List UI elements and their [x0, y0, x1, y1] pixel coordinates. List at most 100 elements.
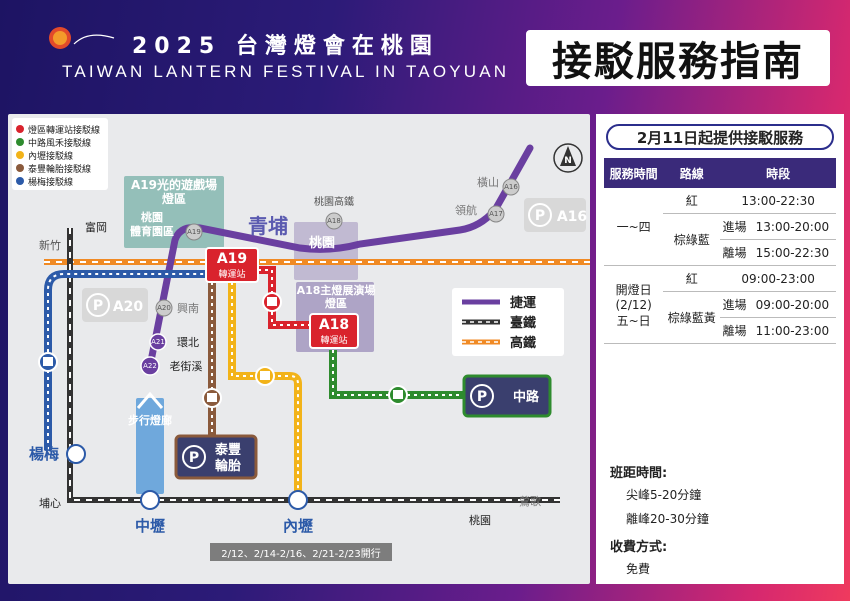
service-heading: 2月11日起提供接駁服務 — [606, 124, 834, 150]
interval-peak: 尖峰5-20分鐘 — [626, 488, 702, 502]
parking-icon: P — [182, 445, 206, 469]
puxin-label: 埔心 — [39, 497, 61, 510]
a20-parking-box — [82, 288, 148, 322]
walk-arrow-icon — [136, 391, 164, 409]
zhonglu-label: 中路 — [513, 389, 540, 405]
legend-swatch-yellow — [16, 151, 24, 159]
table-row: 紅 — [663, 265, 721, 292]
parking-icon: P — [528, 203, 552, 227]
table-row: 15:00-22:30 — [748, 239, 836, 266]
north-compass-icon — [553, 143, 583, 173]
rail-station-icon — [288, 490, 308, 510]
fee-title: 收費方式: — [610, 540, 668, 555]
mrt-station-a17 — [487, 205, 505, 223]
a19-hub-box — [205, 247, 259, 283]
a18-zone-label2: 燈區 — [325, 296, 347, 310]
rail-station-icon — [140, 490, 160, 510]
taoyuan-hsr-label: 桃園高鐵 — [314, 195, 354, 208]
a16-parking-label: A16 — [557, 209, 587, 225]
hengshan-label: 橫山 — [477, 175, 499, 189]
guide-box: 接駁服務指南 — [526, 30, 830, 86]
table-row: 紅 — [663, 188, 721, 214]
legend-label-2: 內壢接駁線 — [28, 150, 73, 162]
interval-offpeak: 離峰20-30分鐘 — [626, 512, 709, 526]
mrt-station-a21 — [149, 333, 167, 351]
mrt-station-a19 — [185, 223, 203, 241]
a19-gym-label2: 體育園區 — [130, 224, 174, 238]
parking-icon: P — [470, 384, 494, 408]
bus-icon — [38, 352, 58, 372]
legend-hsr-label: 高鐵 — [510, 335, 536, 351]
a19-zone-label: A19光的遊戲場 — [131, 177, 217, 192]
huanbei-label: 環北 — [177, 336, 199, 349]
mrt-station-a22 — [140, 356, 160, 376]
neili-route — [228, 282, 302, 496]
laojiexi-label: 老街溪 — [170, 359, 203, 373]
legend-rail-label: 臺鐵 — [510, 315, 536, 331]
legend-swatch-green — [16, 138, 24, 146]
a21-code: A21 — [151, 338, 165, 346]
zhongli-label: 中壢 — [135, 517, 165, 535]
table-row: 09:00-23:00 — [720, 265, 836, 292]
table-row: 離場 — [720, 317, 749, 344]
yangmei-route — [44, 270, 232, 450]
service-panel: 2月11日起提供接駁服務 服務時間 路線 時段 一~四 紅 13:00-22:3… — [596, 114, 844, 584]
col-time: 服務時間 — [604, 158, 664, 188]
svg-text:P: P — [93, 298, 103, 314]
walk-label: 步行燈廊 — [128, 413, 172, 427]
legend-label-3: 泰豐輪胎接駁線 — [28, 163, 91, 175]
mrt-station-a16 — [502, 178, 520, 196]
a17-code: A17 — [489, 210, 503, 218]
table-row: 13:00-20:00 — [748, 213, 836, 240]
guide-title: 接駁服務指南 — [552, 39, 804, 85]
opening-label: 開燈日 — [615, 282, 652, 297]
legend-swatch-red — [16, 125, 24, 133]
opening-days: 五~日 — [616, 313, 651, 328]
a22-code: A22 — [143, 362, 157, 370]
col-slot: 時段 — [720, 158, 836, 188]
bus-icon — [202, 388, 222, 408]
table-row: 進場 — [720, 291, 749, 318]
title-en: TAIWAN LANTERN FESTIVAL IN TAOYUAN — [62, 62, 510, 81]
rail-station-icon — [66, 444, 86, 464]
a18-hub-box — [309, 313, 359, 349]
legend-label-4: 楊梅接駁線 — [28, 176, 73, 188]
yangmei-label: 楊梅 — [29, 445, 59, 463]
mrt-station-a18 — [325, 212, 343, 230]
a18-hub-label: A18 — [319, 317, 349, 333]
a16-parking-box — [524, 198, 586, 232]
a19-zone-label2: 燈區 — [162, 191, 186, 206]
bus-icon — [262, 292, 282, 312]
table-row: 棕綠藍 — [663, 213, 721, 266]
parking-icon: P — [86, 293, 110, 317]
linghang-label: 領航 — [455, 203, 477, 217]
opening-cell: 開燈日 (2/12) 五~日 — [604, 265, 664, 344]
bus-icon — [255, 366, 275, 386]
fee-value: 免費 — [626, 562, 651, 576]
taifeng-label: 泰豐 — [214, 442, 241, 458]
weekday-cell: 一~四 — [604, 188, 664, 266]
a16-code: A16 — [504, 183, 518, 191]
a19-code: A19 — [187, 228, 201, 236]
taifeng-label2: 輪胎 — [215, 458, 241, 474]
festival-logo-icon — [49, 27, 115, 49]
operation-note: 2/12、2/14-2/16、2/21-2/23開行 — [210, 543, 392, 561]
table-row: 09:00-20:00 — [748, 291, 836, 318]
fugang-label: 富岡 — [85, 220, 107, 234]
a18-code: A18 — [327, 217, 341, 225]
col-route: 路線 — [663, 158, 721, 188]
a18-hub-sub: 轉運站 — [320, 334, 347, 346]
svg-text:P: P — [189, 450, 199, 466]
walk-corridor — [136, 398, 164, 494]
bus-icon — [388, 385, 408, 405]
table-row: 11:00-23:00 — [748, 317, 836, 344]
north-label: N — [564, 156, 572, 166]
taoyuan-station-label: 桃園 — [469, 513, 491, 527]
table-row: 13:00-22:30 — [720, 188, 836, 214]
a19-hub-sub: 轉運站 — [218, 268, 245, 280]
legend-label-1: 中路風禾接駁線 — [28, 137, 91, 149]
title-cn: 2025 台灣燈會在桃園 — [132, 34, 439, 59]
mrt-line — [146, 144, 534, 370]
a18-zone-label: A18主燈展演場 — [297, 283, 376, 297]
legend-swatch-blue — [16, 177, 24, 185]
